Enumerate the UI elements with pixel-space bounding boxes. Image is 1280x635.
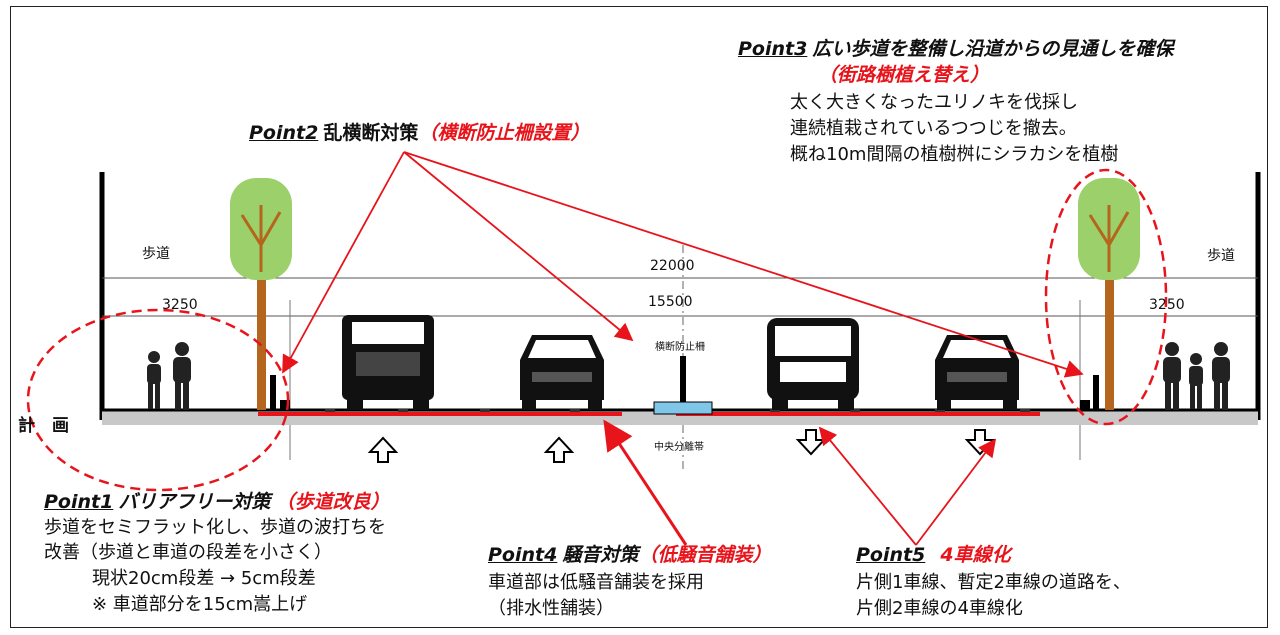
- point5-line: 片側1車線、暫定2車線の道路を、: [856, 572, 1131, 593]
- point1-line: 改善（歩道と車道の段差を小さく）: [44, 542, 332, 563]
- point2-heading: Point2 乱横断対策（横断防止柵設置）: [249, 122, 589, 145]
- point5-heading: Point5 4車線化: [856, 544, 1011, 567]
- point5-arrow-right: [915, 438, 997, 546]
- point3-tag: Point3: [738, 38, 808, 60]
- curb-left-2: [280, 400, 290, 410]
- point4-line: 車道部は低騒音舗装を採用: [488, 572, 704, 593]
- car-right: [935, 335, 1019, 410]
- direction-arrow-down-2: [964, 429, 996, 456]
- point3-heading: Point3 広い歩道を整備し沿道からの見通しを確保: [738, 38, 1173, 61]
- label-sidewalk-left: 歩道: [142, 246, 170, 262]
- lane-markings: [325, 409, 1030, 412]
- direction-arrow-up-2: [543, 436, 575, 463]
- point2-tag: Point2: [249, 122, 319, 144]
- curb-right: [1093, 375, 1099, 410]
- fence-post: [680, 356, 686, 402]
- direction-arrow-up-1: [367, 436, 399, 463]
- pedestrians-right: [1163, 342, 1230, 410]
- point5-arrow-left: [818, 426, 917, 546]
- point4-tag: Point4: [488, 544, 558, 566]
- point1-line: 歩道をセミフラット化し、歩道の波打ちを: [44, 517, 386, 538]
- label-median: 中央分離帯: [654, 442, 704, 453]
- point5-tag: Point5: [856, 544, 926, 566]
- curb-right-2: [1080, 400, 1090, 410]
- point1-highlight: （歩道改良）: [275, 491, 390, 513]
- point4-arrow: [603, 419, 688, 546]
- point2-arrow-center: [403, 151, 634, 342]
- point1-title: バリアフリー対策: [118, 491, 271, 513]
- point1-ellipse: [26, 308, 290, 492]
- point3-line: 概ね10m間隔の植樹桝にシラカシを植樹: [790, 144, 1119, 165]
- point3-line: 連続植栽されているつつじを撤去。: [790, 118, 1077, 139]
- point2-title: 乱横断対策: [323, 122, 419, 144]
- median-strip: [653, 401, 713, 415]
- point5-line: 片側2車線の4車線化: [856, 598, 1023, 619]
- curb-left: [270, 375, 276, 410]
- callout-arrows: [282, 151, 1084, 546]
- point3-highlight: （街路樹植え替え）: [818, 64, 990, 86]
- tree-right: [1078, 178, 1140, 410]
- label-width-sidewalk-right: 3250: [1149, 297, 1185, 313]
- truck-left: [342, 315, 434, 410]
- point1-line: 現状20cm段差 → 5cm段差: [92, 568, 316, 589]
- label-width-road: 15500: [648, 294, 693, 310]
- van-right: [767, 318, 859, 410]
- car-left: [520, 335, 604, 410]
- point3-ellipse: [1044, 168, 1168, 426]
- point2-arrow-left: [282, 151, 405, 374]
- direction-arrow-down-1: [795, 429, 827, 456]
- tree-left: [230, 178, 292, 410]
- point3-line: 太く大きくなったユリノキを伐採し: [790, 92, 1078, 113]
- point4-heading: Point4 騒音対策（低騒音舗装）: [488, 544, 771, 567]
- point1-line: ※ 車道部分を15cm嵩上げ: [92, 594, 308, 615]
- point4-highlight: （低騒音舗装）: [638, 544, 772, 566]
- point5-highlight: 4車線化: [940, 544, 1011, 566]
- point1-tag: Point1: [44, 491, 114, 513]
- point3-title: 広い歩道を整備し沿道からの見通しを確保: [812, 38, 1174, 60]
- diagram-frame: [10, 6, 1268, 628]
- pedestrians-left: [147, 342, 191, 410]
- label-sidewalk-right: 歩道: [1207, 248, 1235, 264]
- point1-heading: Point1 バリアフリー対策 （歩道改良）: [44, 491, 390, 514]
- label-width-total: 22000: [650, 258, 695, 274]
- point4-title: 騒音対策: [562, 544, 639, 566]
- point4-line: （排水性舗装）: [488, 598, 614, 619]
- label-plan: 計 画: [18, 416, 69, 436]
- label-width-sidewalk-left: 3250: [162, 297, 198, 313]
- point2-highlight: （横断防止柵設置）: [418, 122, 590, 144]
- point2-arrow-right: [403, 151, 1084, 378]
- label-fence: 横断防止柵: [655, 342, 705, 353]
